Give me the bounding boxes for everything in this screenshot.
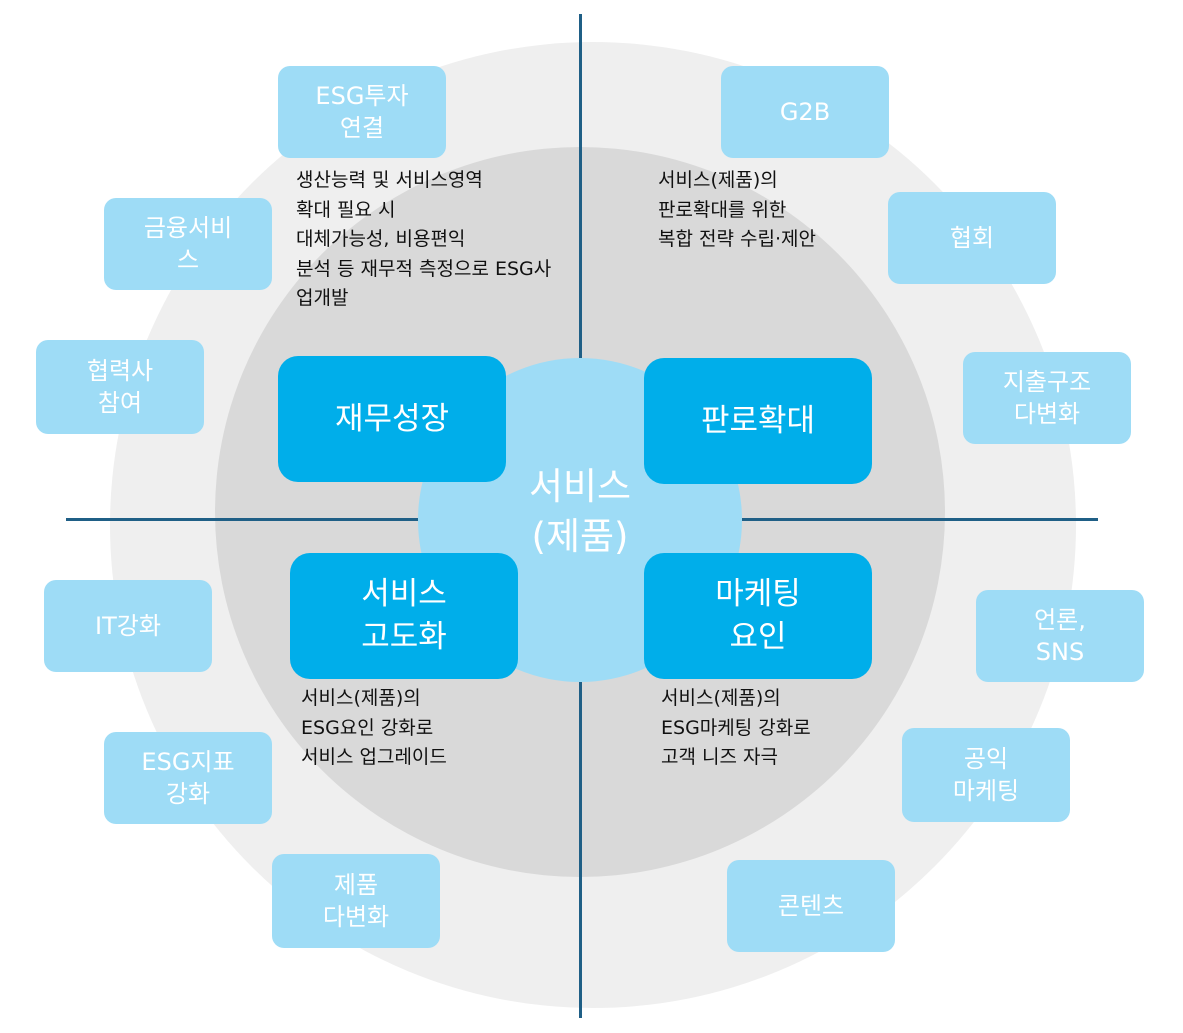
tag-expense-diversification: 지출구조 다변화 [963,352,1131,444]
tag-association: 협회 [888,192,1056,284]
center-label: 서비스 (제품) [528,465,632,558]
tag-press-sns: 언론, SNS [976,590,1144,682]
tag-it-enhancement: IT강화 [44,580,212,672]
tag-public-marketing: 공익 마케팅 [902,728,1070,822]
tag-g2b: G2B [721,66,889,158]
tag-financial-service: 금융서비 스 [104,198,272,290]
quadrant-market-expansion: 판로확대 [644,358,872,484]
tag-partner-participation: 협력사 참여 [36,340,204,434]
tag-esg-index: ESG지표 강화 [104,732,272,824]
horizontal-axis-left [66,518,418,521]
tag-content: 콘텐츠 [727,860,895,952]
quadrant-marketing-factor: 마케팅 요인 [644,553,872,679]
tag-product-diversification: 제품 다변화 [272,854,440,948]
horizontal-axis-right [742,518,1098,521]
quadrant-financial-growth: 재무성장 [278,356,506,482]
vertical-axis-top [579,14,582,358]
description-marketing-factor: 서비스(제품)의 ESG마케팅 강화로 고객 니즈 자극 [661,687,811,768]
quadrant-service-upgrade: 서비스 고도화 [290,553,518,679]
description-market-expansion: 서비스(제품)의 판로확대를 위한 복합 전략 수립·제안 [658,169,816,250]
vertical-axis-bottom [579,682,582,1018]
description-service-upgrade: 서비스(제품)의 ESG요인 강화로 서비스 업그레이드 [301,687,447,768]
tag-esg-investment: ESG투자 연결 [278,66,446,158]
description-financial-growth: 생산능력 및 서비스영역 확대 필요 시 대체가능성, 비용편익 분석 등 재무… [296,169,552,309]
